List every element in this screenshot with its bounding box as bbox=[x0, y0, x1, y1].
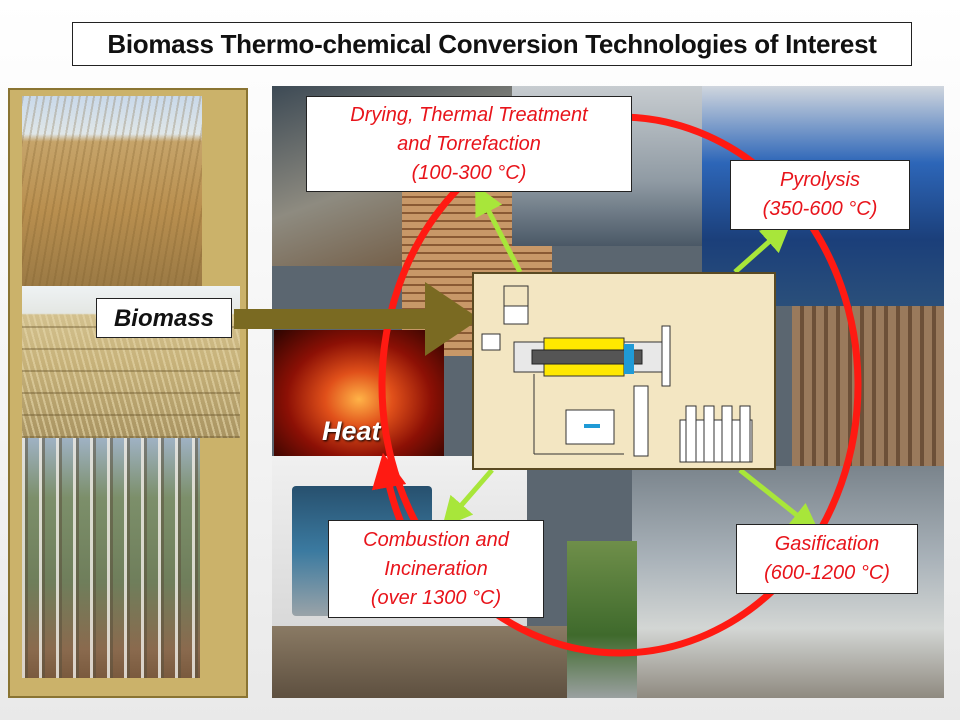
heat-label: Heat bbox=[322, 416, 381, 446]
combustion-line2: Incineration bbox=[384, 557, 488, 580]
reactor-schematic-icon bbox=[481, 285, 753, 463]
gasification-label: Gasification (600-1200 °C) bbox=[736, 524, 918, 594]
combustion-line1: Combustion and bbox=[363, 528, 509, 551]
pyrolysis-line1: Pyrolysis bbox=[779, 169, 860, 191]
flame-photo bbox=[274, 330, 444, 456]
arrow-to-pyrolysis bbox=[733, 222, 792, 274]
trees-photo bbox=[567, 541, 637, 698]
plant-photo-bottomleft bbox=[272, 626, 572, 698]
tower-photo bbox=[792, 306, 944, 466]
reactor-schematic bbox=[472, 272, 776, 470]
biomass-feed-arrow-head bbox=[425, 282, 480, 356]
pyrolysis-line2: (350-600 °C) bbox=[762, 198, 878, 220]
arrow-to-combustion bbox=[442, 468, 494, 528]
biomass-feed-arrow-shaft bbox=[234, 309, 430, 329]
combustion-label: Combustion and Incineration (over 1300 °… bbox=[328, 520, 544, 618]
drying-line1: Drying, Thermal Treatment bbox=[350, 103, 588, 126]
arrow-to-drying bbox=[475, 184, 523, 274]
drying-line3: (100-300 °C) bbox=[411, 161, 527, 184]
arrow-to-gasification bbox=[738, 468, 820, 534]
drying-line2: and Torrefaction bbox=[397, 132, 541, 155]
gasification-line1: Gasification bbox=[774, 533, 880, 555]
page-title: Biomass Thermo-chemical Conversion Techn… bbox=[72, 22, 912, 66]
drying-label: Drying, Thermal Treatment and Torrefacti… bbox=[306, 96, 632, 192]
forest-photo bbox=[22, 438, 200, 678]
gasification-line2: (600-1200 °C) bbox=[764, 562, 890, 584]
hay-bales-photo bbox=[22, 96, 202, 286]
biomass-label: Biomass bbox=[96, 298, 232, 338]
pyrolysis-label: Pyrolysis (350-600 °C) bbox=[730, 160, 910, 230]
combustion-line3: (over 1300 °C) bbox=[370, 586, 502, 609]
